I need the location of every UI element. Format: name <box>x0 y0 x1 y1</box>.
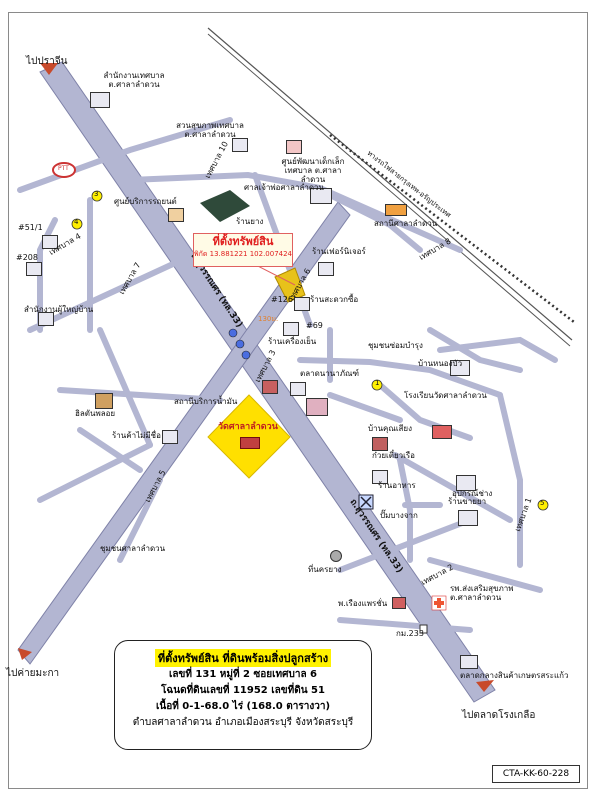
label-pharmacy: ร้านขายยา <box>448 497 487 506</box>
label-house-69: #69 <box>306 321 323 330</box>
building-icon <box>168 208 184 222</box>
label-child-center: ศูนย์พัฒนาเด็กเล็กเทศบาล ต.ศาลาลำดวน <box>281 157 345 184</box>
building-icon <box>42 235 58 249</box>
km-markers <box>71 190 549 511</box>
label-house-51: #51/1 <box>18 223 43 232</box>
building-icon <box>318 262 334 276</box>
building-icon <box>458 510 478 526</box>
marker-1: 1 <box>375 379 380 387</box>
map-frame <box>8 12 588 789</box>
railway <box>207 27 575 347</box>
label-gas-station: สถานีบริการน้ำมัน <box>174 397 238 406</box>
label-repair: ชุมชนซ่อมบำรุง <box>368 341 423 350</box>
label-hospital: รพ.ส่งเสริมสุขภาพ ต.ศาลาลำดวน <box>450 584 514 602</box>
label-minimart: ร้านสะดวกซื้อ <box>310 295 359 304</box>
label-hotel: ฮิลตันพลอย <box>75 409 116 418</box>
direction-chachoengsao: ไปค่ายมะกา <box>6 668 60 679</box>
property-info-box: ที่ตั้งทรัพย์สิน ที่ดินพร้อมสิ่งปลูกสร้า… <box>114 640 372 750</box>
pole-icon <box>330 550 342 562</box>
label-gas2: ปั๊มบางจาก <box>380 511 418 520</box>
building-icon <box>310 188 332 204</box>
label-elec-shop: ร้านค้าไม่มีชื่อ <box>112 431 161 440</box>
building-icon <box>294 297 310 311</box>
label-shrine: ศาลเจ้าพ่อศาลาลำดวน <box>244 183 324 192</box>
label-auto-service: ศูนย์บริการรถยนต์ <box>114 197 177 206</box>
building-icon <box>38 312 54 326</box>
info-heading: ที่ตั้งทรัพย์สิน ที่ดินพร้อมสิ่งปลูกสร้า… <box>154 649 332 667</box>
property-coords: พิกัด 13.881221 102.007424 <box>194 250 293 258</box>
label-furniture: ร้านเฟอร์นิเจอร์ <box>312 247 366 256</box>
label-house-208: #208 <box>16 253 38 262</box>
info-location: ตำบลศาลาลำดวน อำเภอเมืองสระบุรี จังหวัดส… <box>132 717 354 728</box>
building-icon <box>232 138 248 152</box>
building-icon <box>372 437 388 451</box>
hotel-icon <box>95 393 113 409</box>
building-icon <box>286 140 302 154</box>
label-village: บ้านหนองบัว <box>418 359 463 368</box>
temple-icon <box>240 437 260 449</box>
label-police: พ.เรืองแพรชั่น <box>338 599 388 608</box>
label-market-name: ตลาดนานาภัณฑ์ <box>300 369 360 378</box>
temple-area <box>207 394 291 479</box>
building-icon <box>26 262 42 276</box>
label-house-big: สำนักงานผู้ใหญ่บ้าน <box>24 305 94 314</box>
building-icon <box>290 382 306 396</box>
direction-prachin: ไปปราจีน <box>26 56 68 67</box>
marker-3: 3 <box>94 190 99 198</box>
label-pole: ที่นครยาง <box>308 565 342 574</box>
building-icon <box>372 470 388 484</box>
label-school: โรงเรียนวัดศาลาลำดวน <box>404 391 487 400</box>
label-ptt-logo: PTT <box>58 165 69 172</box>
ptt-logo <box>52 162 76 178</box>
label-appliance: ร้านเครื่องเย็น <box>268 337 317 346</box>
label-tire-shop: ร้านยาง <box>236 217 264 226</box>
direction-arrows <box>18 63 494 692</box>
document-code: CTA-KK-60-228 <box>492 765 580 783</box>
info-address: เลขที่ 131 หมู่ที่ 2 ซอยเทศบาล 6 <box>168 669 318 680</box>
marker-4: 4 <box>74 218 79 226</box>
building-icon <box>283 322 299 336</box>
info-deed: โฉนดที่ดินเลขที่ 11952 เลขที่ดิน 51 <box>161 685 325 696</box>
park-area <box>200 190 250 222</box>
temple-label: วัดศาลาลำดวน <box>218 422 278 432</box>
label-market-place: ตลาดกลางสินค้าเกษตรสระแก้ว <box>460 671 569 680</box>
label-municipal-office: สำนักงานเทศบาล ต.ศาลาลำดวน <box>103 71 165 89</box>
label-station: สถานีศาลาลำดวน <box>374 219 438 228</box>
main-road <box>17 61 496 703</box>
label-noodle: ก๋วยเตี๋ยวเรือ <box>372 451 415 460</box>
property-callout: ที่ตั้งทรัพย์สิน พิกัด 13.881221 102.007… <box>193 233 293 267</box>
label-house-126: #126 <box>271 295 293 304</box>
label-community: ชุมชนศาลาลำดวน <box>100 544 166 553</box>
gas-station-icon <box>262 380 278 394</box>
label-resto: ร้านอาหาร <box>378 481 416 490</box>
label-health-center: สวนสุขภาพเทศบาล ต.ศาลาลำดวน <box>176 121 244 139</box>
property-title: ที่ตั้งทรัพย์สิน <box>212 235 274 248</box>
label-village2: บ้านคุณเสียง <box>368 424 413 433</box>
marker-5: 5 <box>540 499 545 507</box>
property-plot <box>274 267 306 303</box>
car-icon <box>432 425 452 439</box>
label-stationery: อุปกรณ์ช่าง <box>452 489 493 498</box>
label-km-233: กม.233 <box>396 629 424 638</box>
direction-market: ไปตลาดโรงเกลือ <box>462 710 536 721</box>
building-icon <box>456 475 476 491</box>
building-icon <box>90 92 110 108</box>
building-icon <box>162 430 178 444</box>
building-icon <box>460 655 478 669</box>
train-icon <box>385 204 407 216</box>
info-area: เนื้อที่ 0-1-68.0 ไร่ (168.0 ตารางวา) <box>155 701 331 712</box>
building-icon <box>450 360 470 376</box>
label-distance: 130ม. <box>258 315 279 323</box>
building-icon <box>392 597 406 609</box>
market-icon <box>306 398 328 416</box>
km-post <box>419 624 428 634</box>
